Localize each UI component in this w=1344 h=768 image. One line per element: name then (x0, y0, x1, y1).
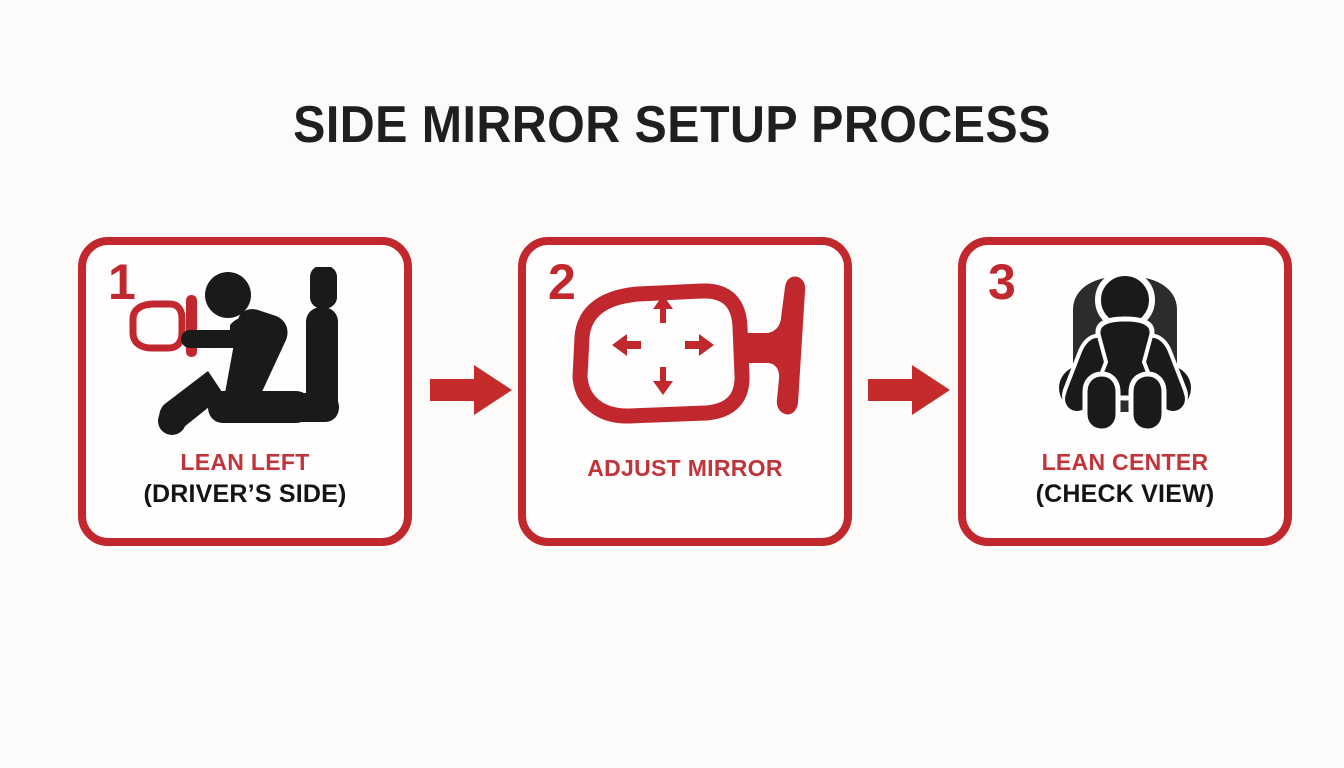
step-labels-3: LEAN CENTER (CHECK VIEW) (966, 447, 1284, 511)
step-card-3[interactable]: 3 (958, 237, 1292, 546)
right-arrow-icon (868, 365, 950, 415)
driver-leaning-left-icon (86, 263, 404, 441)
driver-centered-front-icon (966, 263, 1284, 441)
step-card-2[interactable]: 2 ADJUST MIR (518, 237, 852, 546)
step-labels-1: LEAN LEFT (DRIVER’S SIDE) (86, 447, 404, 511)
step-label-primary-2: ADJUST MIRROR (587, 455, 783, 481)
step-number-3: 3 (988, 254, 1016, 310)
right-arrow-icon (430, 365, 512, 415)
step-card-1[interactable]: 1 (78, 237, 412, 546)
page-title: SIDE MIRROR SETUP PROCESS (293, 96, 1051, 154)
step-number-1: 1 (108, 254, 136, 310)
step-label-primary-1: LEAN LEFT (180, 449, 310, 475)
step-labels-2: ADJUST MIRROR (526, 453, 844, 484)
step-label-secondary-3: (CHECK VIEW) (1035, 480, 1215, 509)
side-mirror-adjust-icon (526, 263, 844, 441)
step-label-secondary-1: (DRIVER’S SIDE) (143, 480, 347, 509)
step-label-primary-3: LEAN CENTER (1041, 449, 1209, 475)
step-number-2: 2 (548, 254, 576, 310)
